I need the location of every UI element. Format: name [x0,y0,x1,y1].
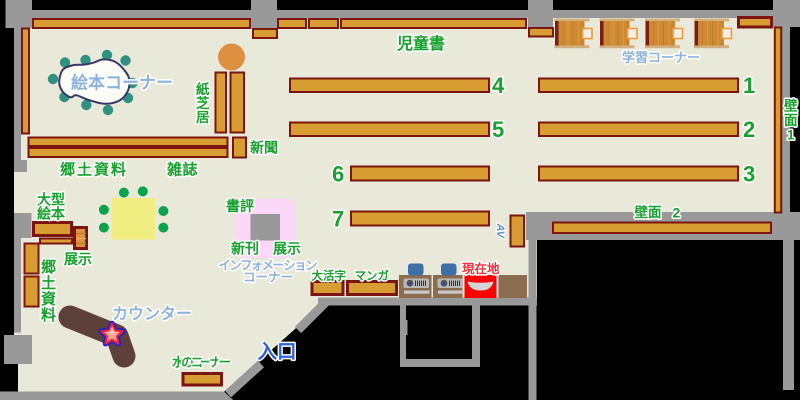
svg-text:新刊: 新刊 [231,241,259,257]
svg-text:大活字: 大活字 [312,269,347,283]
svg-text:2: 2 [743,117,755,142]
svg-text:現在地: 現在地 [462,261,500,276]
svg-text:紙: 紙 [196,81,210,97]
svg-text:壁: 壁 [784,98,798,114]
svg-text:児童書: 児童書 [396,34,445,53]
svg-text:1: 1 [787,128,795,143]
svg-text:土: 土 [41,274,56,292]
svg-text:居: 居 [196,110,210,125]
svg-text:面: 面 [784,113,798,128]
svg-text:カウンター: カウンター [112,305,192,323]
svg-text:入口: 入口 [258,341,297,363]
svg-text:新聞: 新聞 [250,140,278,156]
svg-text:1: 1 [743,73,755,98]
svg-text:マンガ: マンガ [355,269,390,283]
svg-text:壁面: 壁面 [635,204,663,220]
svg-text:郷: 郷 [41,259,56,276]
svg-text:2: 2 [673,205,681,221]
svg-text:郷土資料: 郷土資料 [60,161,126,179]
svg-text:5: 5 [492,117,504,142]
svg-text:大型: 大型 [37,192,65,208]
svg-text:6: 6 [332,162,344,187]
svg-text:学習コーナー: 学習コーナー [622,50,700,65]
svg-text:3: 3 [743,162,755,187]
svg-text:7: 7 [332,207,344,232]
svg-text:芝: 芝 [196,95,210,111]
svg-text:インフォメーション: インフォメーション [219,259,318,273]
svg-text:展示: 展示 [64,251,92,267]
svg-text:AV: AV [494,223,506,240]
svg-text:雑誌: 雑誌 [166,161,198,179]
svg-text:4: 4 [492,73,505,98]
svg-text:料: 料 [41,306,56,324]
svg-text:絵本コーナー: 絵本コーナー [71,73,173,93]
svg-text:絵本: 絵本 [37,206,66,222]
svg-text:書評: 書評 [226,198,254,214]
svg-text:水のコーナー: 水のコーナー [172,355,231,370]
svg-text:コーナー: コーナー [243,271,293,285]
svg-text:展示: 展示 [273,241,301,257]
svg-text:資: 資 [41,290,56,308]
